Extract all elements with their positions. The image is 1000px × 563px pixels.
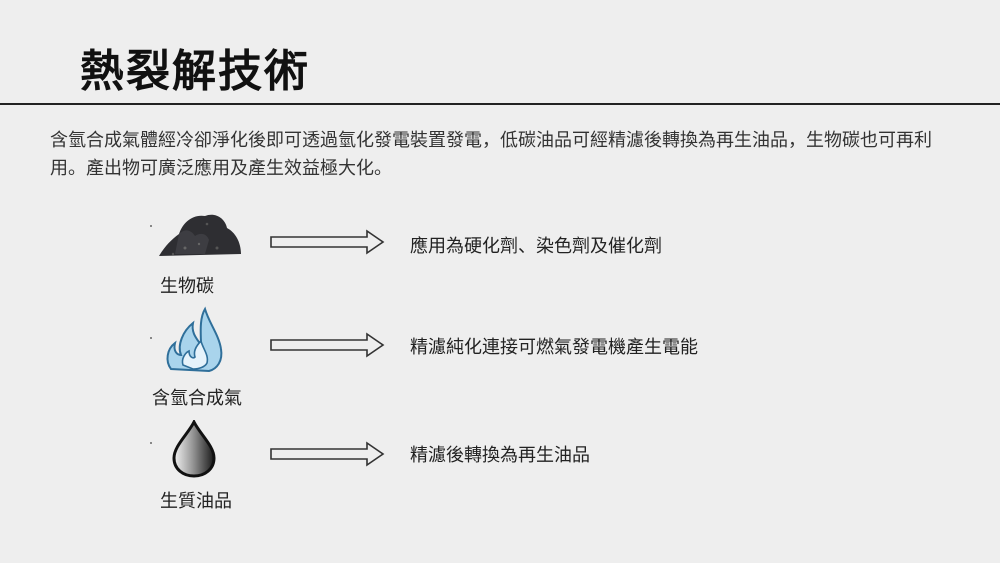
- product-row-biochar: 生物碳 應用為硬化劑、染色劑及催化劑: [0, 200, 1000, 300]
- product-label: 生質油品: [160, 491, 232, 512]
- product-description: 精濾後轉換為再生油品: [410, 445, 590, 466]
- biochar-pile-icon: [159, 214, 241, 256]
- oil-drop-icon: [172, 420, 216, 478]
- right-arrow-icon: [270, 229, 385, 255]
- right-arrow-icon: [270, 332, 385, 358]
- product-description: 應用為硬化劑、染色劑及催化劑: [410, 236, 662, 257]
- product-description: 精濾純化連接可燃氣發電機產生電能: [410, 337, 698, 358]
- title-divider: [0, 103, 1000, 105]
- bullet-dot: [150, 337, 152, 339]
- product-label: 生物碳: [160, 276, 214, 297]
- product-row-syngas: 含氫合成氣 精濾純化連接可燃氣發電機產生電能: [0, 305, 1000, 409]
- bullet-dot: [150, 225, 152, 227]
- product-row-bio-oil: 生質油品 精濾後轉換為再生油品: [0, 418, 1000, 518]
- right-arrow-icon: [270, 441, 385, 467]
- product-label: 含氫合成氣: [152, 388, 242, 409]
- page-title: 熱裂解技術: [80, 46, 310, 97]
- blue-flame-icon: [166, 306, 223, 373]
- bullet-dot: [150, 442, 152, 444]
- intro-paragraph: 含氫合成氣體經冷卻淨化後即可透過氫化發電裝置發電，低碳油品可經精濾後轉換為再生油…: [50, 130, 932, 179]
